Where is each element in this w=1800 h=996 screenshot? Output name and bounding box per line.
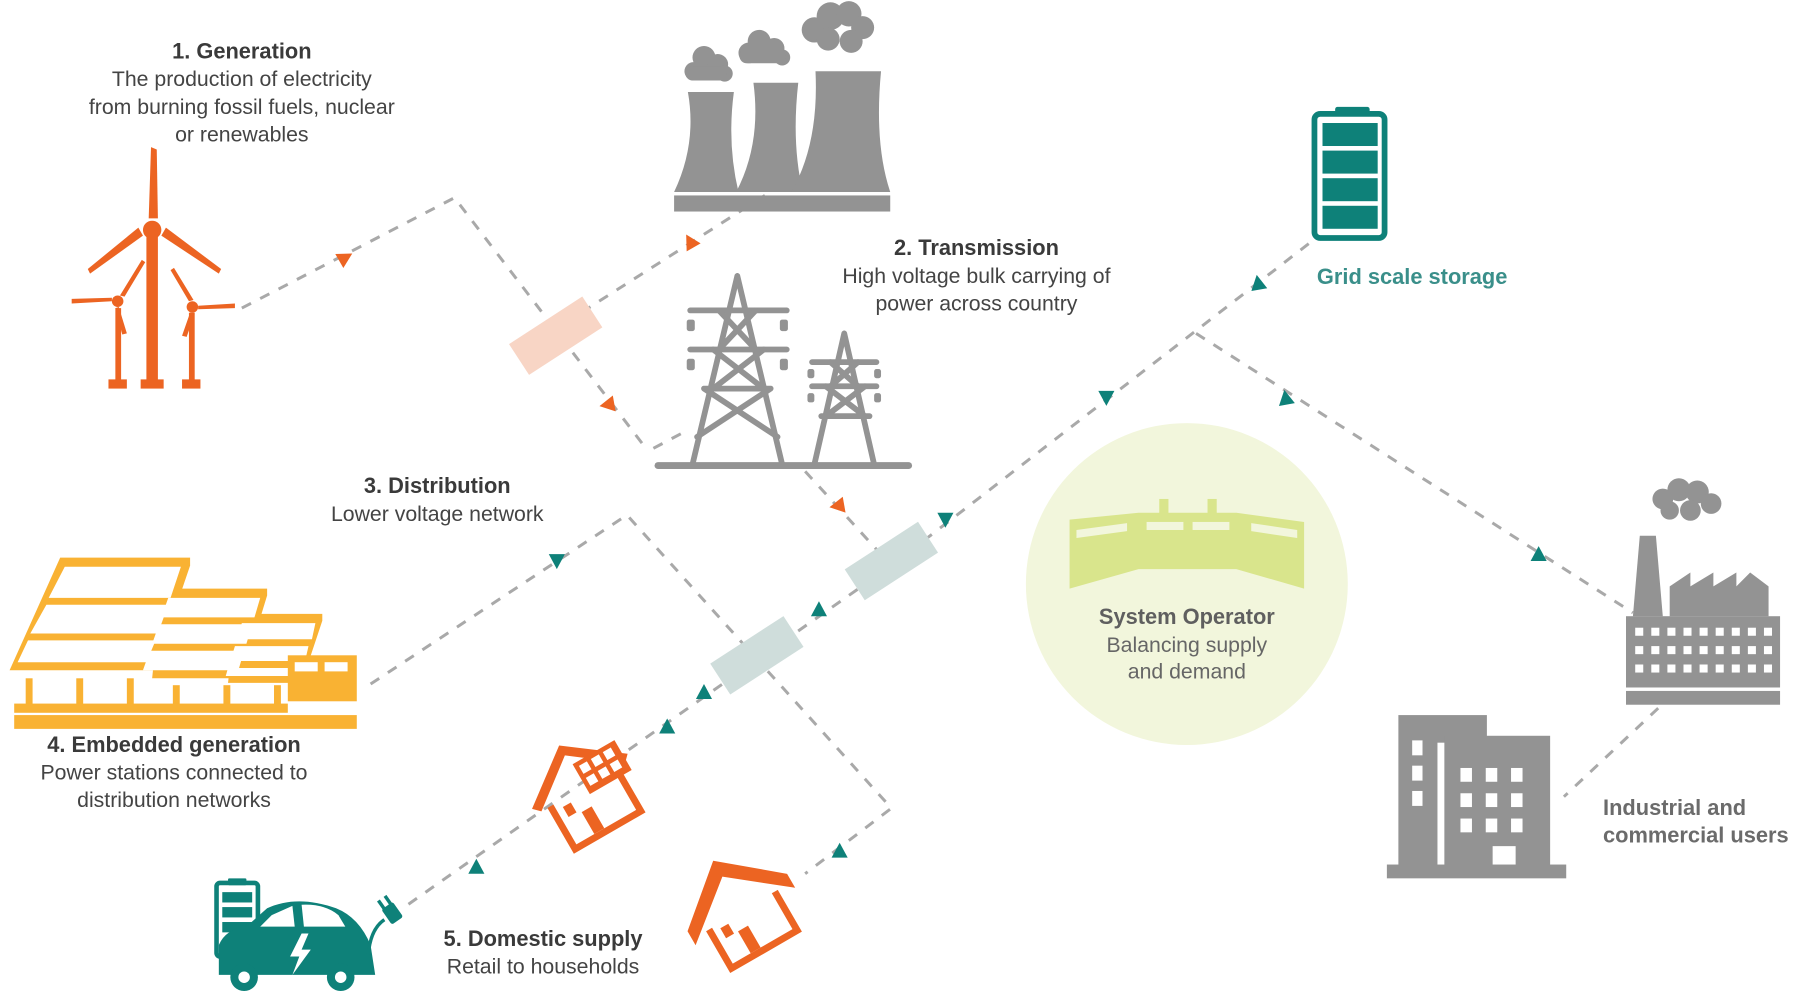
operator-line-1: Balancing supply bbox=[1107, 633, 1268, 657]
house-icon bbox=[687, 860, 802, 974]
transformer-distribution bbox=[710, 616, 804, 695]
arrow-teal bbox=[468, 858, 485, 874]
smoke-cloud-icon bbox=[684, 1, 875, 82]
arrow-teal bbox=[831, 842, 848, 858]
transformer-generation bbox=[509, 296, 603, 375]
electric-car-icon bbox=[214, 878, 403, 991]
domestic-line-1: Retail to households bbox=[447, 955, 640, 979]
arrow-orange bbox=[829, 496, 846, 513]
connector-storage-to-operator bbox=[890, 242, 1310, 567]
transmission-title: 2. Transmission bbox=[894, 235, 1059, 260]
wind-turbines-icon bbox=[71, 147, 235, 389]
label-distribution: 3. Distribution Lower voltage network bbox=[331, 473, 544, 526]
transmission-line-2: power across country bbox=[875, 291, 1077, 315]
power-station-icon bbox=[674, 1, 891, 212]
arrow-teal bbox=[810, 601, 827, 617]
plug-icon bbox=[377, 894, 403, 924]
pylons-icon bbox=[654, 273, 913, 470]
operator-circle bbox=[1025, 423, 1348, 745]
label-embedded: 4. Embedded generation Power stations co… bbox=[41, 732, 308, 812]
connector-storage-to-factory bbox=[1195, 332, 1634, 615]
control-room-icon bbox=[1069, 498, 1305, 589]
office-building-icon bbox=[1386, 715, 1567, 879]
factory-icon bbox=[1626, 478, 1781, 705]
embedded-line-2: distribution networks bbox=[77, 788, 271, 812]
arrow-orange bbox=[335, 253, 353, 268]
solar-farm-icon bbox=[9, 557, 357, 729]
arrow-teal bbox=[659, 718, 676, 734]
generation-line-2: from burning fossil fuels, nuclear bbox=[89, 95, 395, 119]
arrow-teal bbox=[548, 554, 565, 570]
arrow-teal bbox=[1278, 389, 1295, 406]
label-generation: 1. Generation The production of electric… bbox=[89, 39, 395, 147]
arrow-teal bbox=[1530, 546, 1547, 562]
solar-panel-cells bbox=[17, 566, 316, 676]
connector-factory-to-office bbox=[1562, 707, 1660, 798]
factory-smoke-icon bbox=[1652, 478, 1722, 521]
industrial-line-2: commercial users bbox=[1603, 823, 1789, 848]
connector-pylon-left bbox=[652, 428, 689, 450]
factory-windows bbox=[1635, 627, 1773, 673]
solar-house-icon bbox=[532, 740, 646, 854]
transformers bbox=[509, 296, 939, 695]
arrow-orange bbox=[599, 395, 616, 412]
distribution-title: 3. Distribution bbox=[364, 473, 511, 498]
generation-title: 1. Generation bbox=[172, 39, 312, 64]
transmission-line-1: High voltage bulk carrying of bbox=[842, 264, 1110, 288]
transformer-transmission bbox=[844, 521, 939, 601]
arrow-teal bbox=[1098, 390, 1115, 406]
generation-line-3: or renewables bbox=[175, 122, 308, 146]
embedded-line-1: Power stations connected to bbox=[41, 760, 308, 784]
domestic-title: 5. Domestic supply bbox=[444, 926, 644, 951]
industrial-line-1: Industrial and bbox=[1603, 795, 1746, 820]
storage-label: Grid scale storage bbox=[1317, 264, 1507, 289]
system-operator: System Operator Balancing supply and dem… bbox=[1025, 423, 1348, 745]
connector-distribution-to-car bbox=[401, 564, 893, 910]
battery-icon bbox=[1311, 106, 1388, 241]
flow-arrows bbox=[335, 234, 1547, 874]
arrow-orange bbox=[686, 234, 701, 252]
distribution-line-1: Lower voltage network bbox=[331, 502, 544, 526]
arrow-teal bbox=[937, 512, 954, 528]
arrow-teal bbox=[1251, 274, 1268, 292]
label-industrial: Industrial and commercial users bbox=[1603, 795, 1789, 848]
embedded-title: 4. Embedded generation bbox=[47, 732, 300, 757]
office-windows bbox=[1412, 740, 1523, 865]
label-domestic: 5. Domestic supply Retail to households bbox=[444, 926, 644, 979]
operator-line-2: and demand bbox=[1128, 659, 1246, 683]
label-transmission: 2. Transmission High voltage bulk carryi… bbox=[842, 235, 1110, 315]
arrow-teal bbox=[695, 684, 713, 699]
generation-line-1: The production of electricity bbox=[112, 67, 372, 91]
pylon-insulators bbox=[686, 319, 882, 403]
operator-title: System Operator bbox=[1099, 604, 1275, 629]
